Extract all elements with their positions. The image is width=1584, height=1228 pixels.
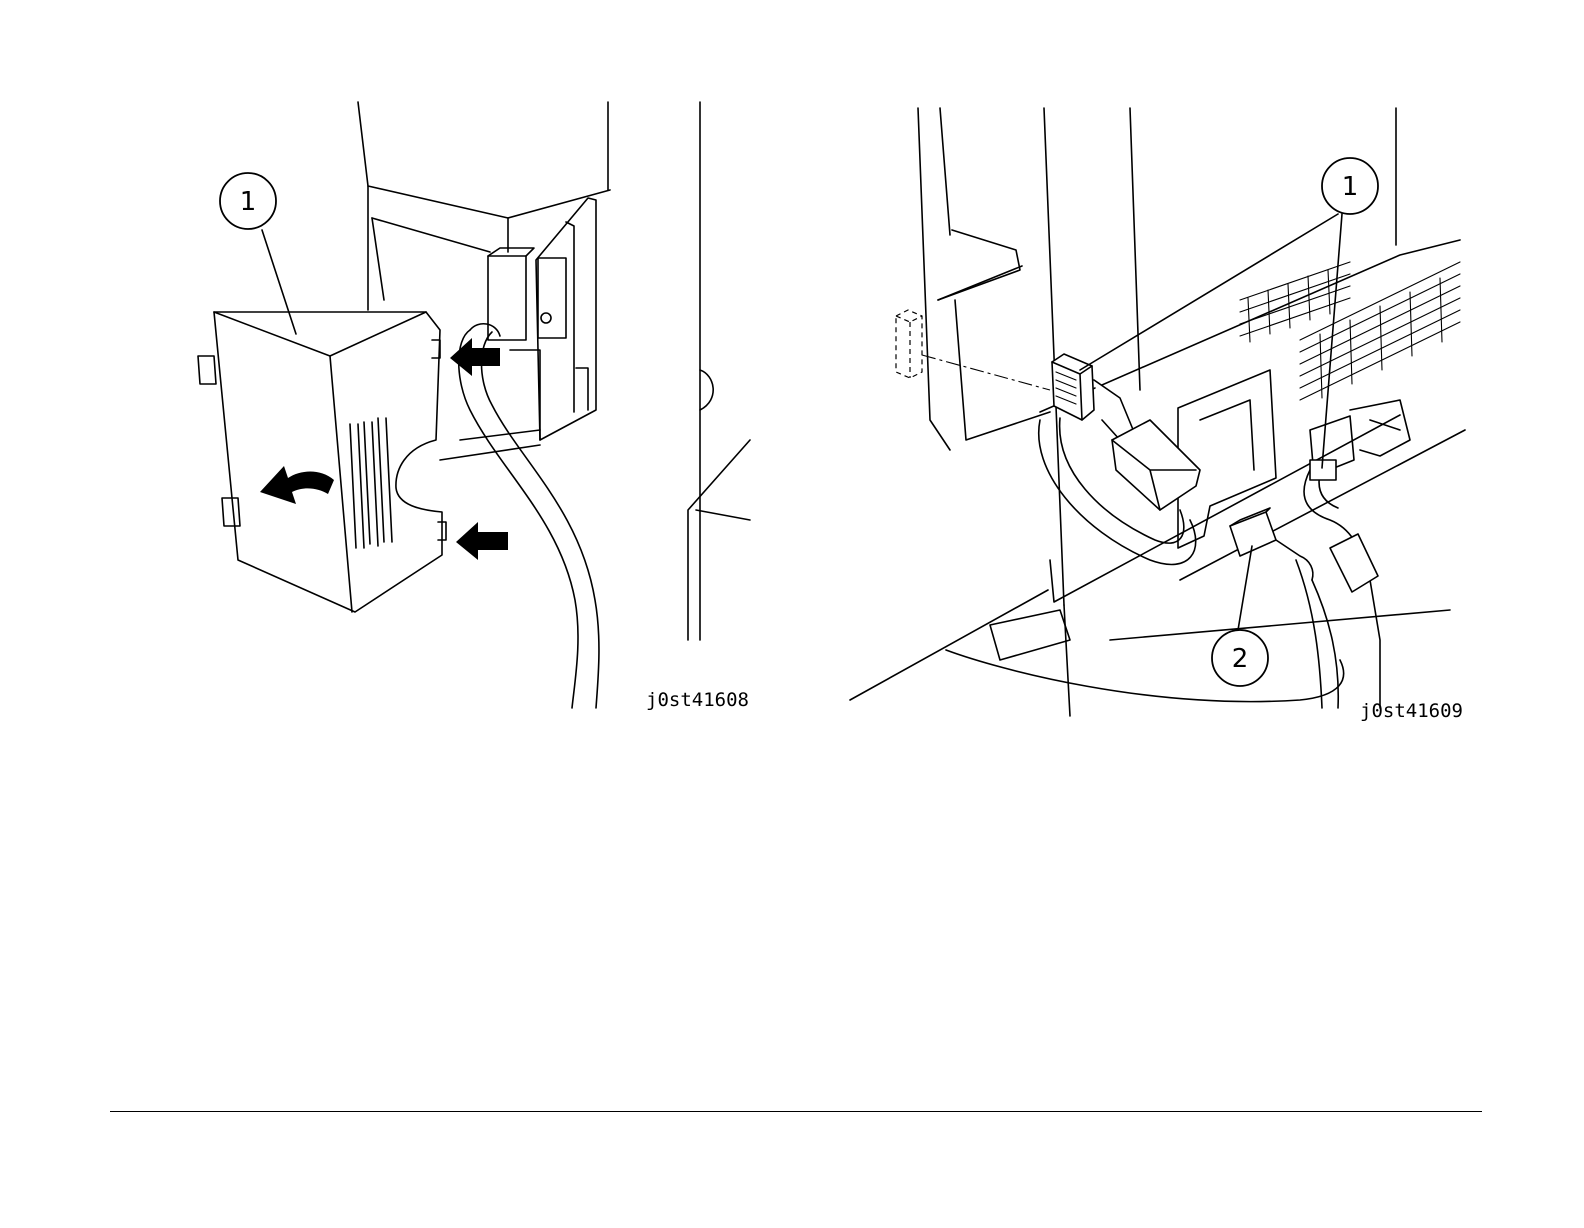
figure-id-label: j0st41609 xyxy=(1360,700,1463,722)
figure-id-label: j0st41608 xyxy=(646,689,749,711)
connector-panel xyxy=(1178,370,1410,548)
cover-panel xyxy=(198,312,446,612)
callout-number: 1 xyxy=(240,187,257,217)
callout-number: 2 xyxy=(1232,644,1249,674)
connector-plug xyxy=(1039,354,1200,564)
page-footer-rule xyxy=(110,1111,1482,1112)
figure-left: 1 j0st41608 xyxy=(198,102,750,711)
connector-ghost xyxy=(896,310,1050,390)
callout-number: 1 xyxy=(1342,172,1359,202)
arrow-left-icon xyxy=(450,338,500,376)
callout-2-right: 2 xyxy=(1212,546,1268,686)
vent-grille xyxy=(1240,262,1460,400)
arrow-left-icon xyxy=(456,522,508,560)
connector-bracket xyxy=(488,198,596,440)
cable xyxy=(459,324,599,708)
figure-right: 1 2 j0st41609 xyxy=(850,108,1465,722)
callout-1-left: 1 xyxy=(220,173,296,334)
